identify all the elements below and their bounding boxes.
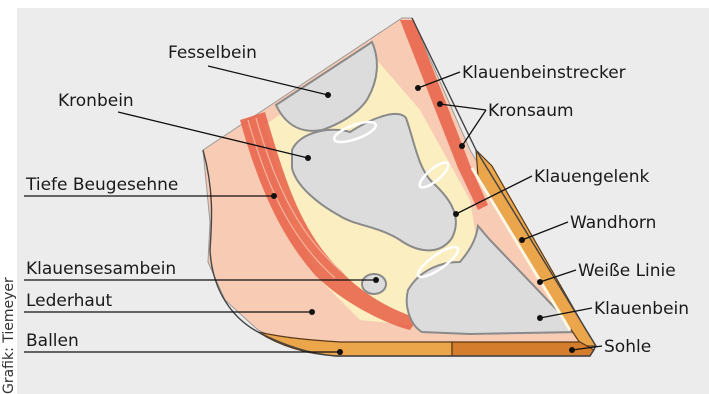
label-lederhaut: Lederhaut xyxy=(26,291,113,311)
label-klauenbeinstrecker: Klauenbeinstrecker xyxy=(462,63,626,83)
leader-sohle-dot xyxy=(569,347,575,353)
leader-ballen-dot xyxy=(337,349,343,355)
label-ballen: Ballen xyxy=(26,331,79,351)
leader-kronsaum-b-dot xyxy=(459,143,465,149)
leader-tiefe-beugesehne-dot xyxy=(271,193,277,199)
leader-fesselbein-dot xyxy=(325,92,331,98)
leader-weisse-linie-dot xyxy=(537,279,543,285)
label-tiefe-beugesehne: Tiefe Beugesehne xyxy=(25,175,178,195)
leader-kronbein-dot xyxy=(305,155,311,161)
leader-klauenbeinstrecker-dot xyxy=(415,85,421,91)
klauensesambein-bone xyxy=(362,274,386,294)
label-weisse-linie: Weiße Linie xyxy=(578,261,676,281)
label-wandhorn: Wandhorn xyxy=(570,213,656,233)
leader-klauenbein-dot xyxy=(537,315,543,321)
label-klauenbein: Klauenbein xyxy=(594,299,689,319)
label-kronsaum: Kronsaum xyxy=(488,101,574,121)
leader-klauengelenk-dot xyxy=(453,211,459,217)
leader-kronsaum-a-dot xyxy=(437,101,443,107)
label-fesselbein: Fesselbein xyxy=(168,43,257,63)
label-klauengelenk: Klauengelenk xyxy=(534,167,650,187)
label-kronbein: Kronbein xyxy=(58,91,134,111)
leader-klauensesambein-dot xyxy=(373,277,379,283)
credit-text: Grafik: Tiemeyer xyxy=(1,277,17,394)
leader-wandhorn-dot xyxy=(519,237,525,243)
leader-lederhaut-dot xyxy=(309,309,315,315)
label-klauensesambein: Klauensesambein xyxy=(26,259,176,279)
label-sohle: Sohle xyxy=(604,337,651,357)
